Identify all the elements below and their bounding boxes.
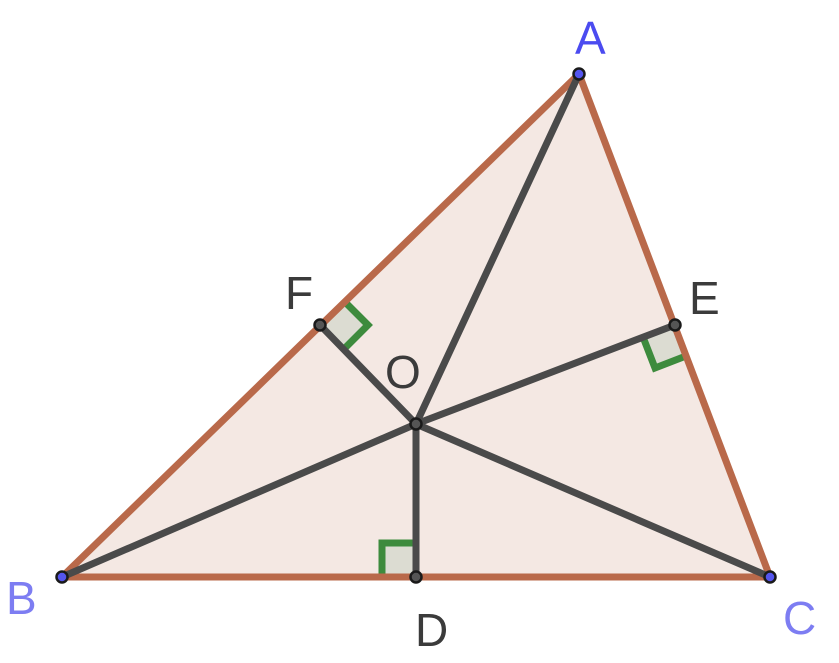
label-o: O <box>385 346 421 398</box>
inner-segments <box>58 70 774 581</box>
point-f <box>313 318 327 332</box>
points <box>55 67 777 584</box>
label-f: F <box>285 267 313 319</box>
right-angle-marker-d <box>378 539 416 577</box>
point-b <box>55 570 69 584</box>
point-o <box>409 417 423 431</box>
point-a <box>572 67 586 81</box>
label-c: C <box>783 592 816 644</box>
point-e <box>668 318 682 332</box>
segment-ob <box>58 420 420 581</box>
point-d <box>409 570 423 584</box>
label-a: A <box>575 12 606 64</box>
segment-oa <box>412 70 583 428</box>
segment-oc <box>412 420 774 581</box>
label-b: B <box>6 572 37 624</box>
triangle-abc-face <box>62 74 770 577</box>
label-e: E <box>689 272 720 324</box>
point-c <box>763 570 777 584</box>
segment-oe <box>412 321 679 428</box>
label-d: D <box>415 604 448 656</box>
segment-of <box>316 321 420 428</box>
